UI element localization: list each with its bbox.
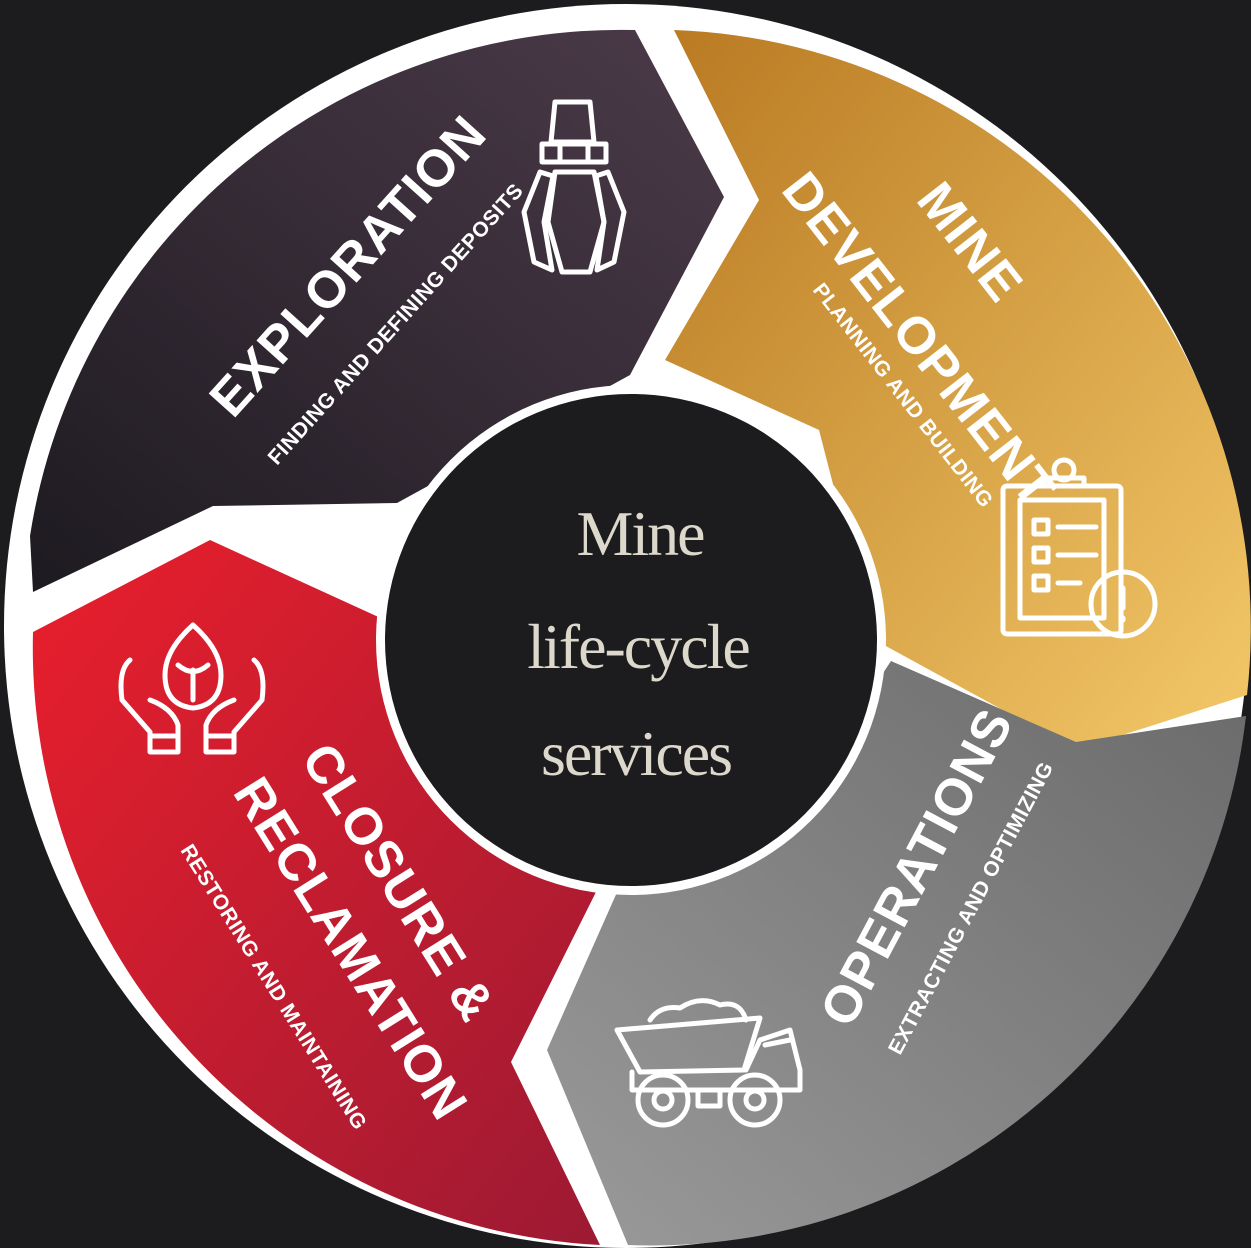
center-circle (385, 394, 877, 886)
center-line-1: Mine (576, 498, 704, 569)
hands-water-drop-icon (118, 622, 266, 755)
segment-exploration (30, 29, 724, 592)
center-line-2: life-cycle (527, 611, 749, 682)
drill-bit-icon (521, 99, 627, 275)
center-line-3: services (541, 718, 731, 789)
clipboard-alert-icon (1000, 457, 1158, 639)
mining-truck-icon (614, 998, 803, 1128)
